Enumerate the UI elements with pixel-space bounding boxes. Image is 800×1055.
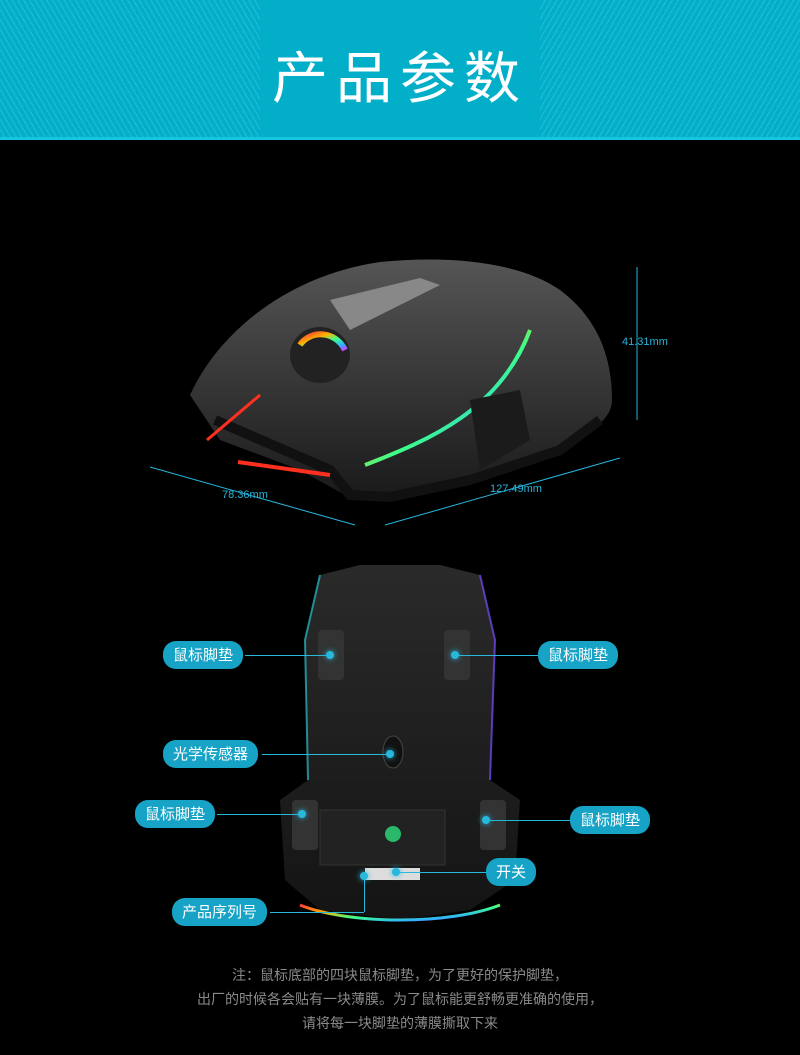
note-line-3: 请将每一块脚垫的薄膜撕取下来: [302, 1016, 498, 1032]
callout-serial-number: 产品序列号: [172, 898, 268, 926]
page-title: 产品参数: [272, 47, 528, 112]
header-pattern-left: [0, 0, 260, 137]
usage-note: 注：鼠标底部的四块鼠标脚垫，为了更好的保护脚垫， 出厂的时候各会贴有一块薄膜。为…: [0, 964, 800, 1036]
note-line-1: 注：鼠标底部的四块鼠标脚垫，为了更好的保护脚垫，: [232, 968, 568, 984]
height-dimension: 41.31mm: [622, 336, 668, 348]
mouse-side-view: [190, 259, 612, 503]
header-pattern-right: [540, 0, 800, 137]
callout-sensor: 光学传感器: [163, 740, 259, 768]
callout-switch: 开关: [486, 858, 537, 886]
callout-feet-bottom-right: 鼠标脚垫: [570, 806, 651, 834]
callout-feet-top-left: 鼠标脚垫: [163, 641, 244, 669]
callout-feet-top-right: 鼠标脚垫: [538, 641, 619, 669]
length-dimension: 127.49mm: [490, 483, 542, 495]
page-header: 产品参数: [0, 0, 800, 140]
note-line-2: 出厂的时候各会贴有一块薄膜。为了鼠标能更舒畅更准确的使用，: [197, 992, 603, 1008]
mouse-bottom-view: [280, 565, 520, 922]
callout-feet-bottom-left: 鼠标脚垫: [135, 800, 216, 828]
width-dimension: 78.36mm: [222, 489, 268, 501]
